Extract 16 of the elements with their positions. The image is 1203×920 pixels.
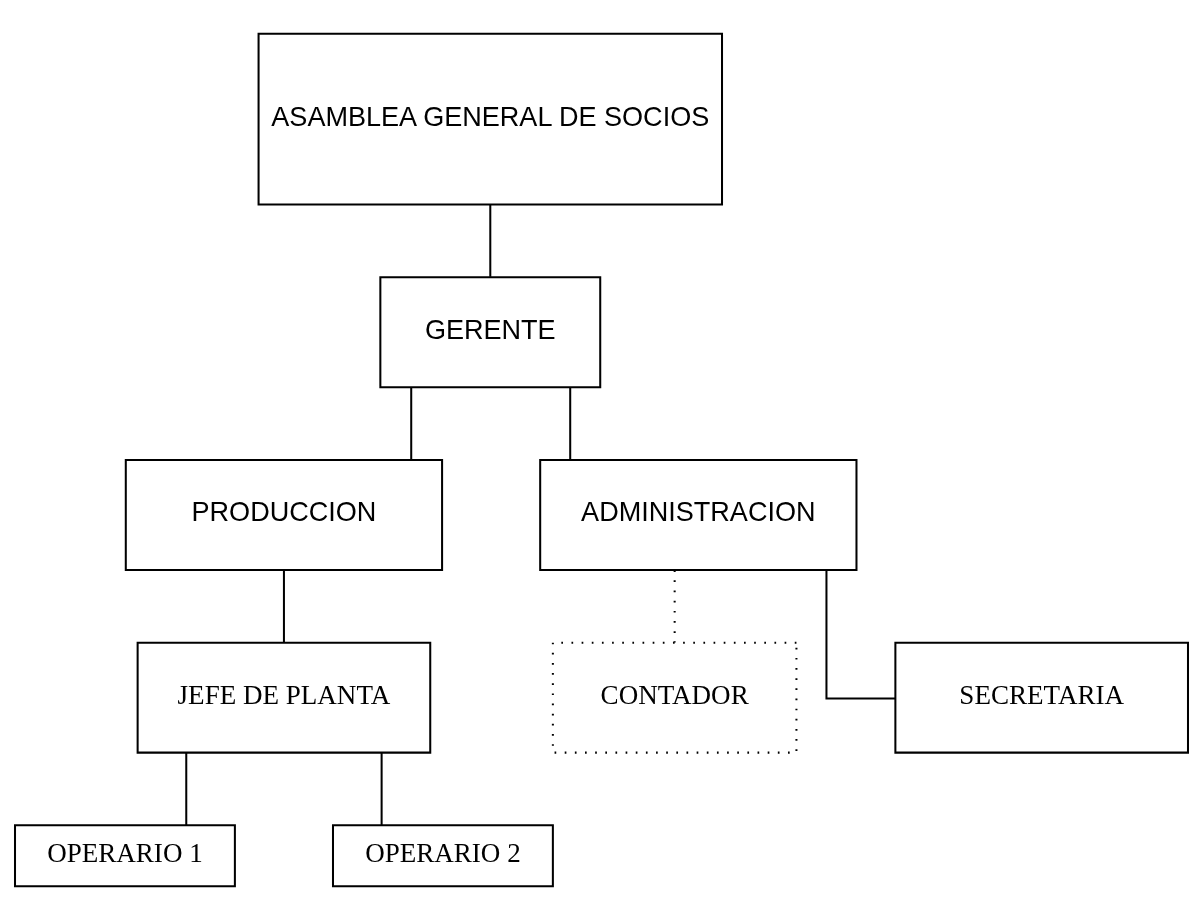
connector	[185, 752, 188, 826]
connector	[569, 387, 572, 460]
node-box: OPERARIO 1	[14, 824, 236, 888]
connector	[410, 387, 413, 460]
connector	[825, 570, 896, 700]
connector	[380, 752, 383, 826]
node-box: JEFE DE PLANTA	[136, 641, 432, 754]
node-box: SECRETARIA	[894, 641, 1189, 754]
node-box: GERENTE	[379, 276, 602, 389]
node-box: ADMINISTRACION	[539, 459, 858, 571]
node-box: PRODUCCION	[124, 459, 444, 571]
node-box: CONTADOR	[551, 641, 798, 754]
connector	[282, 570, 285, 643]
connector	[489, 204, 492, 277]
node-box: OPERARIO 2	[331, 824, 554, 888]
node-box: ASAMBLEA GENERAL DE SOCIOS	[257, 32, 724, 206]
